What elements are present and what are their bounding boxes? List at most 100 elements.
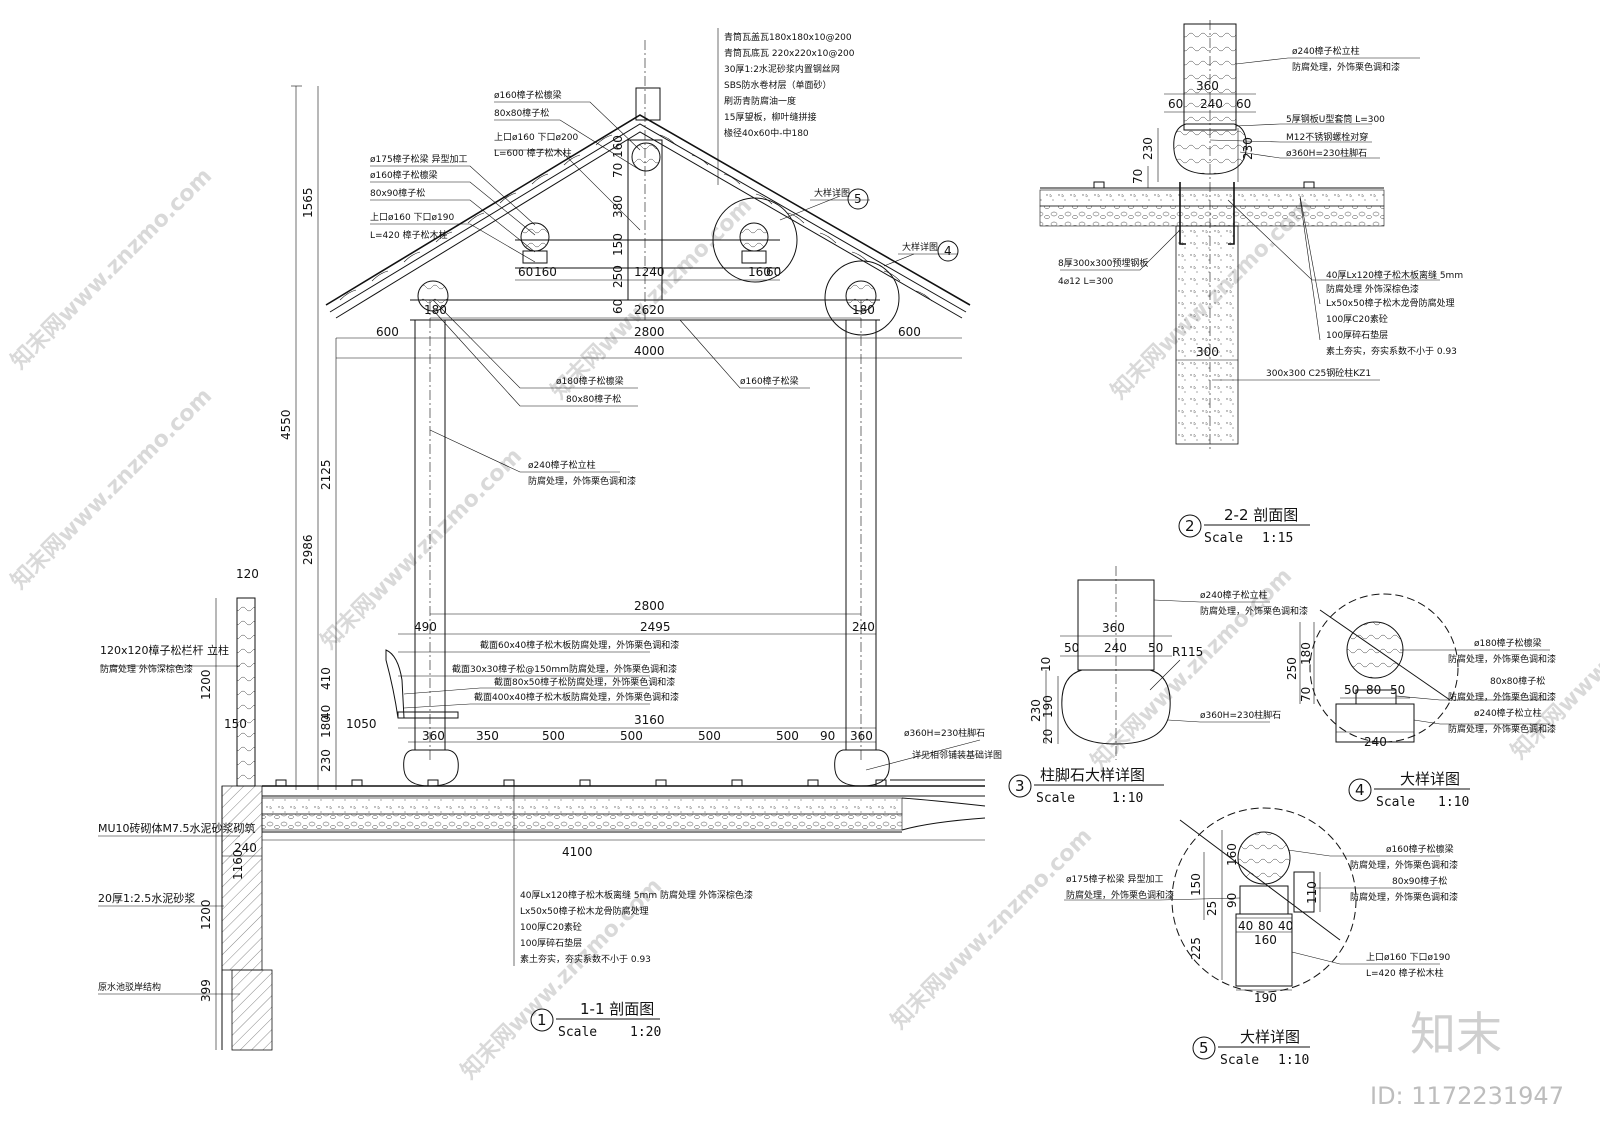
dim-4000: 4000 — [634, 344, 665, 358]
section-2-scale-label: Scale — [1204, 531, 1243, 546]
d3-dim-230: 230 — [1029, 699, 1043, 722]
dim-120: 120 — [236, 567, 259, 581]
detail-5-number: 5 — [1199, 1039, 1209, 1057]
d3-radius: R115 — [1172, 645, 1203, 659]
floor-concrete — [261, 797, 903, 815]
note-ridge-block: 80x80樟子松 — [494, 107, 549, 119]
d3-dim-240: 240 — [1104, 641, 1127, 655]
dim-150-v: 150 — [611, 233, 625, 256]
gravel-2 — [1039, 205, 1385, 227]
note-post-size: 上口ø160 下口ø190 — [370, 212, 455, 223]
note-column: ø240樟子松立柱 — [528, 459, 596, 471]
note2-base-stone: ø360H=230柱脚石 — [1286, 147, 1367, 159]
d5-dim-110: 110 — [1305, 881, 1319, 904]
d4-column — [1335, 703, 1415, 743]
dim-2620: 2620 — [634, 303, 665, 317]
d4-dim-80: 80 — [1366, 683, 1381, 697]
note-floor-soil: 素土夯实，夯实系数不小于 0.93 — [520, 953, 651, 965]
d4-dim-lines — [1299, 622, 1414, 733]
detail-4-bubble — [1348, 778, 1372, 802]
detail-3-number: 3 — [1015, 777, 1025, 795]
section-1-scale-label: Scale — [558, 1025, 597, 1040]
note-eave-purlin: ø180樟子松檩梁 — [556, 375, 624, 387]
dim2-230b: 230 — [1241, 137, 1255, 160]
note-floor-concrete: 100厚C20素砼 — [520, 921, 582, 933]
watermark-text: 知末网www.znzmo.com — [6, 383, 217, 594]
dim-490: 490 — [414, 620, 437, 634]
dim-60-v: 60 — [611, 299, 625, 314]
note-railing-post: 120x120樟子松栏杆 立柱 — [100, 643, 229, 657]
dim-4100: 4100 — [562, 845, 593, 859]
paving-transition — [901, 797, 986, 831]
dim-1200-top: 1200 — [199, 669, 213, 700]
d4-dim-180: 180 — [1299, 642, 1313, 665]
dim-250-v: 250 — [611, 265, 625, 288]
d5-note-post-len: L=420 樟子松木柱 — [1366, 967, 1444, 979]
d5-note-block-finish: 防腐处理，外饰栗色调和漆 — [1350, 891, 1458, 903]
roof-tile-line — [329, 123, 967, 313]
note2-plate: 8厚300x300预埋钢板 — [1058, 257, 1148, 269]
d5-purlin — [1237, 831, 1291, 885]
column-base-stone — [834, 749, 890, 787]
dim-500-c: 500 — [698, 729, 721, 743]
d3-stone — [1061, 669, 1171, 745]
leaders-2 — [1060, 57, 1440, 381]
d5-dim-90: 90 — [1225, 893, 1239, 908]
dim-399: 399 — [199, 979, 213, 1002]
joist-markers — [275, 779, 887, 786]
dim-2800-floor: 2800 — [634, 599, 665, 613]
d4-note-purlin: ø180樟子松檩梁 — [1474, 637, 1542, 649]
dim-1160: 1160 — [231, 849, 245, 880]
floor-gravel — [261, 813, 903, 831]
bench-back — [385, 649, 405, 719]
detail-5-scale-label: Scale — [1220, 1053, 1259, 1068]
ref-detail-5-num: 5 — [854, 192, 862, 206]
note-beam-175: ø175樟子松梁 异型加工 — [370, 153, 468, 165]
dim-1240: 1240 — [634, 265, 665, 279]
dim-410: 410 — [319, 667, 333, 690]
note-roof-tile-bottom: 青筒瓦底瓦 220x220x10@200 — [724, 47, 855, 59]
note2-deck-finish: 防腐处理 外饰深棕色漆 — [1326, 283, 1419, 295]
detail-4-number: 4 — [1355, 781, 1365, 799]
note2-rc-column: 300x300 C25钢砼柱KZ1 — [1266, 367, 1371, 379]
d5-post — [1235, 913, 1293, 987]
ridge-purlin — [631, 142, 661, 172]
detail-5-bubble — [1192, 1036, 1216, 1060]
purlin-block — [741, 250, 767, 264]
note-bench-board: 截面400x40樟子松木板防腐处理，外饰栗色调和漆 — [474, 691, 679, 703]
dim-2800-roof: 2800 — [634, 325, 665, 339]
dim-180: 180 — [319, 715, 333, 738]
detail-5-scale: 1:10 — [1278, 1053, 1309, 1068]
dim-240-floor: 240 — [852, 620, 875, 634]
d4-note-block: 80x80樟子松 — [1490, 675, 1545, 687]
middle-leaders — [429, 299, 810, 473]
d3-dim-lines — [1045, 635, 1172, 744]
section-1-1: 4550 1565 2986 2125 410 180 40 230 1200 … — [98, 28, 1002, 1051]
note-rafter: 椽径40x60中-中180 — [724, 127, 809, 139]
watermark-text: 知末网www.znzmo.com — [456, 873, 667, 1084]
dim-360-r: 360 — [850, 729, 873, 743]
roof-dim-lines — [336, 279, 962, 359]
floor-dim-lines — [398, 613, 876, 743]
note-post-len: L=420 樟子松木柱 — [370, 229, 448, 241]
note-waterproof: SBS防水卷材层（单面砂） — [724, 79, 831, 91]
note2-deck: 40厚Lx120樟子松木板离缝 5mm — [1326, 269, 1463, 281]
dim-1565: 1565 — [301, 187, 315, 218]
section-2-number: 2 — [1185, 517, 1195, 535]
column-base-stone — [403, 749, 459, 787]
note-floor-gravel: 100厚碎石垫层 — [520, 937, 582, 949]
dim-180-col-r: 180 — [852, 303, 875, 317]
note-column-finish: 防腐处理，外饰栗色调和漆 — [528, 475, 636, 487]
dim-1200-bottom: 1200 — [199, 899, 213, 930]
dim2-230a: 230 — [1141, 137, 1155, 160]
d5-dim-25: 25 — [1205, 901, 1219, 916]
d3-dim-20: 20 — [1041, 729, 1055, 744]
ref-detail-4-label: 大样详图 — [902, 241, 938, 253]
joist-markers-2 — [1093, 181, 1315, 188]
dim-350: 350 — [476, 729, 499, 743]
d4-dim-70: 70 — [1299, 687, 1313, 702]
dim-1050: 1050 — [346, 717, 377, 731]
d4-dim-50a: 50 — [1344, 683, 1359, 697]
d4-dim-250: 250 — [1285, 657, 1299, 680]
d3-note-stone: ø360H=230柱脚石 — [1200, 709, 1281, 721]
